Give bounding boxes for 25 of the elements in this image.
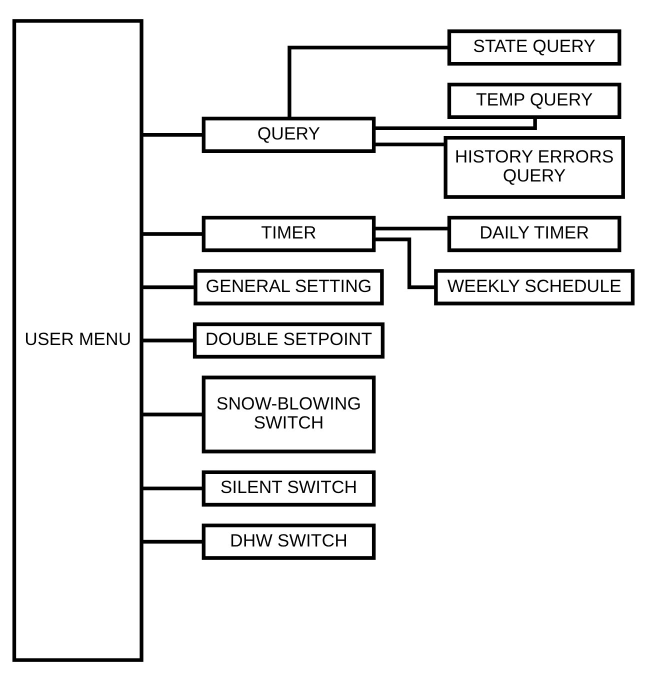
- node-box: DOUBLE SETPOINT: [192, 322, 385, 358]
- node-box: DHW SWITCH: [202, 523, 376, 560]
- node-box: USER MENU: [12, 18, 144, 662]
- node-box: DAILY TIMER: [447, 215, 622, 252]
- node-box: WEEKLY SCHEDULE: [434, 268, 635, 305]
- connector: [142, 232, 204, 236]
- connector: [374, 117, 537, 130]
- connector: [374, 237, 436, 289]
- node-box: TEMP QUERY: [447, 82, 622, 118]
- connector: [374, 142, 446, 146]
- connector: [142, 486, 204, 490]
- connector: [142, 539, 204, 544]
- node-box: SILENT SWITCH: [202, 470, 376, 506]
- node-box: QUERY: [202, 116, 376, 152]
- connector: [142, 284, 196, 289]
- node-box: HISTORY ERRORS QUERY: [444, 135, 625, 198]
- connector: [142, 412, 204, 416]
- node-box: SNOW-BLOWING SWITCH: [202, 375, 376, 453]
- connector: [374, 226, 449, 230]
- connector: [142, 338, 194, 342]
- connector: [288, 45, 449, 118]
- node-box: TIMER: [202, 215, 376, 252]
- node-box: GENERAL SETTING: [194, 268, 384, 305]
- connector: [142, 132, 204, 136]
- node-box: STATE QUERY: [447, 28, 622, 66]
